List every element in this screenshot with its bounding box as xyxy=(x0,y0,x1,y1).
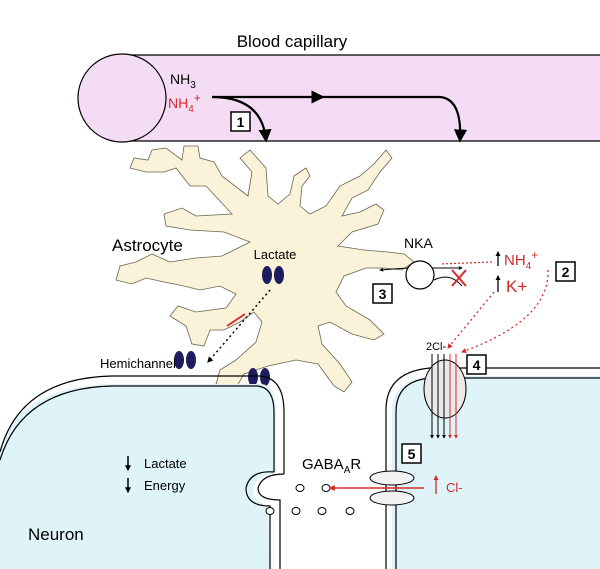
lactate-astrocyte-label: Lactate xyxy=(254,247,297,262)
step-number: 5 xyxy=(408,446,416,462)
hemichannel-subunit xyxy=(186,351,196,369)
nka-out-arrow xyxy=(379,267,409,272)
hemichannel-subunit xyxy=(274,266,284,284)
gaba-receptor-label: GABAAR xyxy=(302,456,361,476)
hemichannel-subunit xyxy=(262,266,272,284)
hemichannel-label: Hemichannel xyxy=(100,356,176,371)
step-box xyxy=(401,443,422,464)
step-number: 3 xyxy=(379,286,387,302)
nka-pump xyxy=(379,260,493,290)
vesicle xyxy=(291,507,301,515)
lactate-neuron-label: Lactate xyxy=(144,456,187,471)
flow-arrow-to-capillary-end xyxy=(212,95,468,143)
synaptic-vesicles xyxy=(265,484,355,515)
vesicle xyxy=(317,507,327,515)
step-badge-5: 5 xyxy=(401,443,422,464)
vesicle xyxy=(321,484,331,492)
cl-minus-label: Cl- xyxy=(446,480,463,495)
nkcc-cotransporter xyxy=(423,354,467,439)
nka-circle xyxy=(405,260,435,290)
step-box xyxy=(466,354,487,375)
nh3-label: NH3 xyxy=(170,71,196,91)
hemichannel-subunit xyxy=(248,368,258,386)
gaba-a-receptor xyxy=(328,470,424,506)
postsynaptic-outer-membrane xyxy=(385,367,600,569)
nka-inhibit-x xyxy=(451,269,467,287)
capillary-title: Blood capillary xyxy=(237,32,348,51)
vesicle xyxy=(265,507,275,515)
postsynaptic-fill xyxy=(392,376,600,569)
energy-label: Energy xyxy=(144,478,186,493)
step-badge-1: 1 xyxy=(230,111,251,132)
nh4-label: NH4+ xyxy=(168,91,201,115)
gaba-receptor-subunit-top xyxy=(369,470,415,486)
step-number: 2 xyxy=(562,264,570,280)
hemichannel-subunit xyxy=(174,351,184,369)
nka-curve xyxy=(433,276,463,287)
step-badge-2: 2 xyxy=(555,261,576,282)
step-number: 1 xyxy=(237,114,245,130)
nh4-right-label: NH4+ xyxy=(504,248,538,272)
hemichannel-top xyxy=(262,266,284,284)
ammonia-flow-arrows xyxy=(211,90,468,143)
hemichannel-left xyxy=(174,351,196,369)
flow-arrow-into-brain xyxy=(211,95,272,143)
k-to-nkcc-arrow xyxy=(447,291,495,349)
step-number: 4 xyxy=(473,357,481,373)
neuron-synapse-inner xyxy=(245,471,275,569)
neuron-synapse-outer xyxy=(257,473,285,569)
neuron-outer-membrane xyxy=(0,375,285,474)
nkcc-body xyxy=(423,359,467,419)
gaba-receptor-subunit-bottom xyxy=(369,490,415,506)
step-badge-4: 4 xyxy=(466,354,487,375)
vesicle xyxy=(345,507,355,515)
step-box xyxy=(555,261,576,282)
blood-capillary: Blood capillary xyxy=(77,32,600,143)
nh4-to-nkcc-arrow xyxy=(461,269,549,354)
astrocyte-label: Astrocyte xyxy=(112,236,183,255)
two-cl-label: 2Cl- xyxy=(426,341,447,353)
step-badge-3: 3 xyxy=(372,283,393,304)
vesicle xyxy=(295,484,305,492)
lactate-to-hemichannel-arrow xyxy=(207,289,271,363)
nh4-to-nka-dotted xyxy=(439,261,493,265)
nka-label: NKA xyxy=(404,235,433,251)
capillary-cross-section xyxy=(77,53,167,143)
lactate-block-mark xyxy=(226,313,246,327)
neuron-label: Neuron xyxy=(28,525,84,544)
step-box xyxy=(230,111,251,132)
neuron-inner-membrane xyxy=(0,385,275,472)
k-plus-label: K+ xyxy=(506,277,527,296)
step-box xyxy=(372,283,393,304)
neuron-body-fill xyxy=(0,384,276,569)
